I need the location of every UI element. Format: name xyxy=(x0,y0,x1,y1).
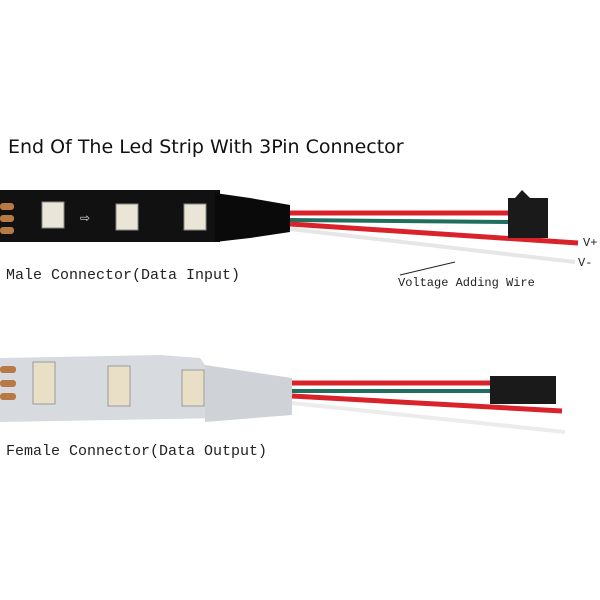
voltage-wire-label: Voltage Adding Wire xyxy=(398,276,535,290)
v-minus-label: V- xyxy=(578,256,593,270)
female-led-strip xyxy=(0,355,292,422)
female-wires xyxy=(291,380,566,434)
v-plus-label: V+ xyxy=(583,236,598,250)
svg-text:⇨: ⇨ xyxy=(80,211,90,225)
male-connector xyxy=(508,190,548,238)
male-connector-label: Male Connector(Data Input) xyxy=(6,267,241,284)
male-wires xyxy=(289,210,579,276)
diagram-title: End Of The Led Strip With 3Pin Connector xyxy=(8,136,404,158)
male-led-strip: ⇨ xyxy=(0,190,290,242)
female-connector-label: Female Connector(Data Output) xyxy=(6,443,268,460)
female-connector xyxy=(490,376,556,404)
